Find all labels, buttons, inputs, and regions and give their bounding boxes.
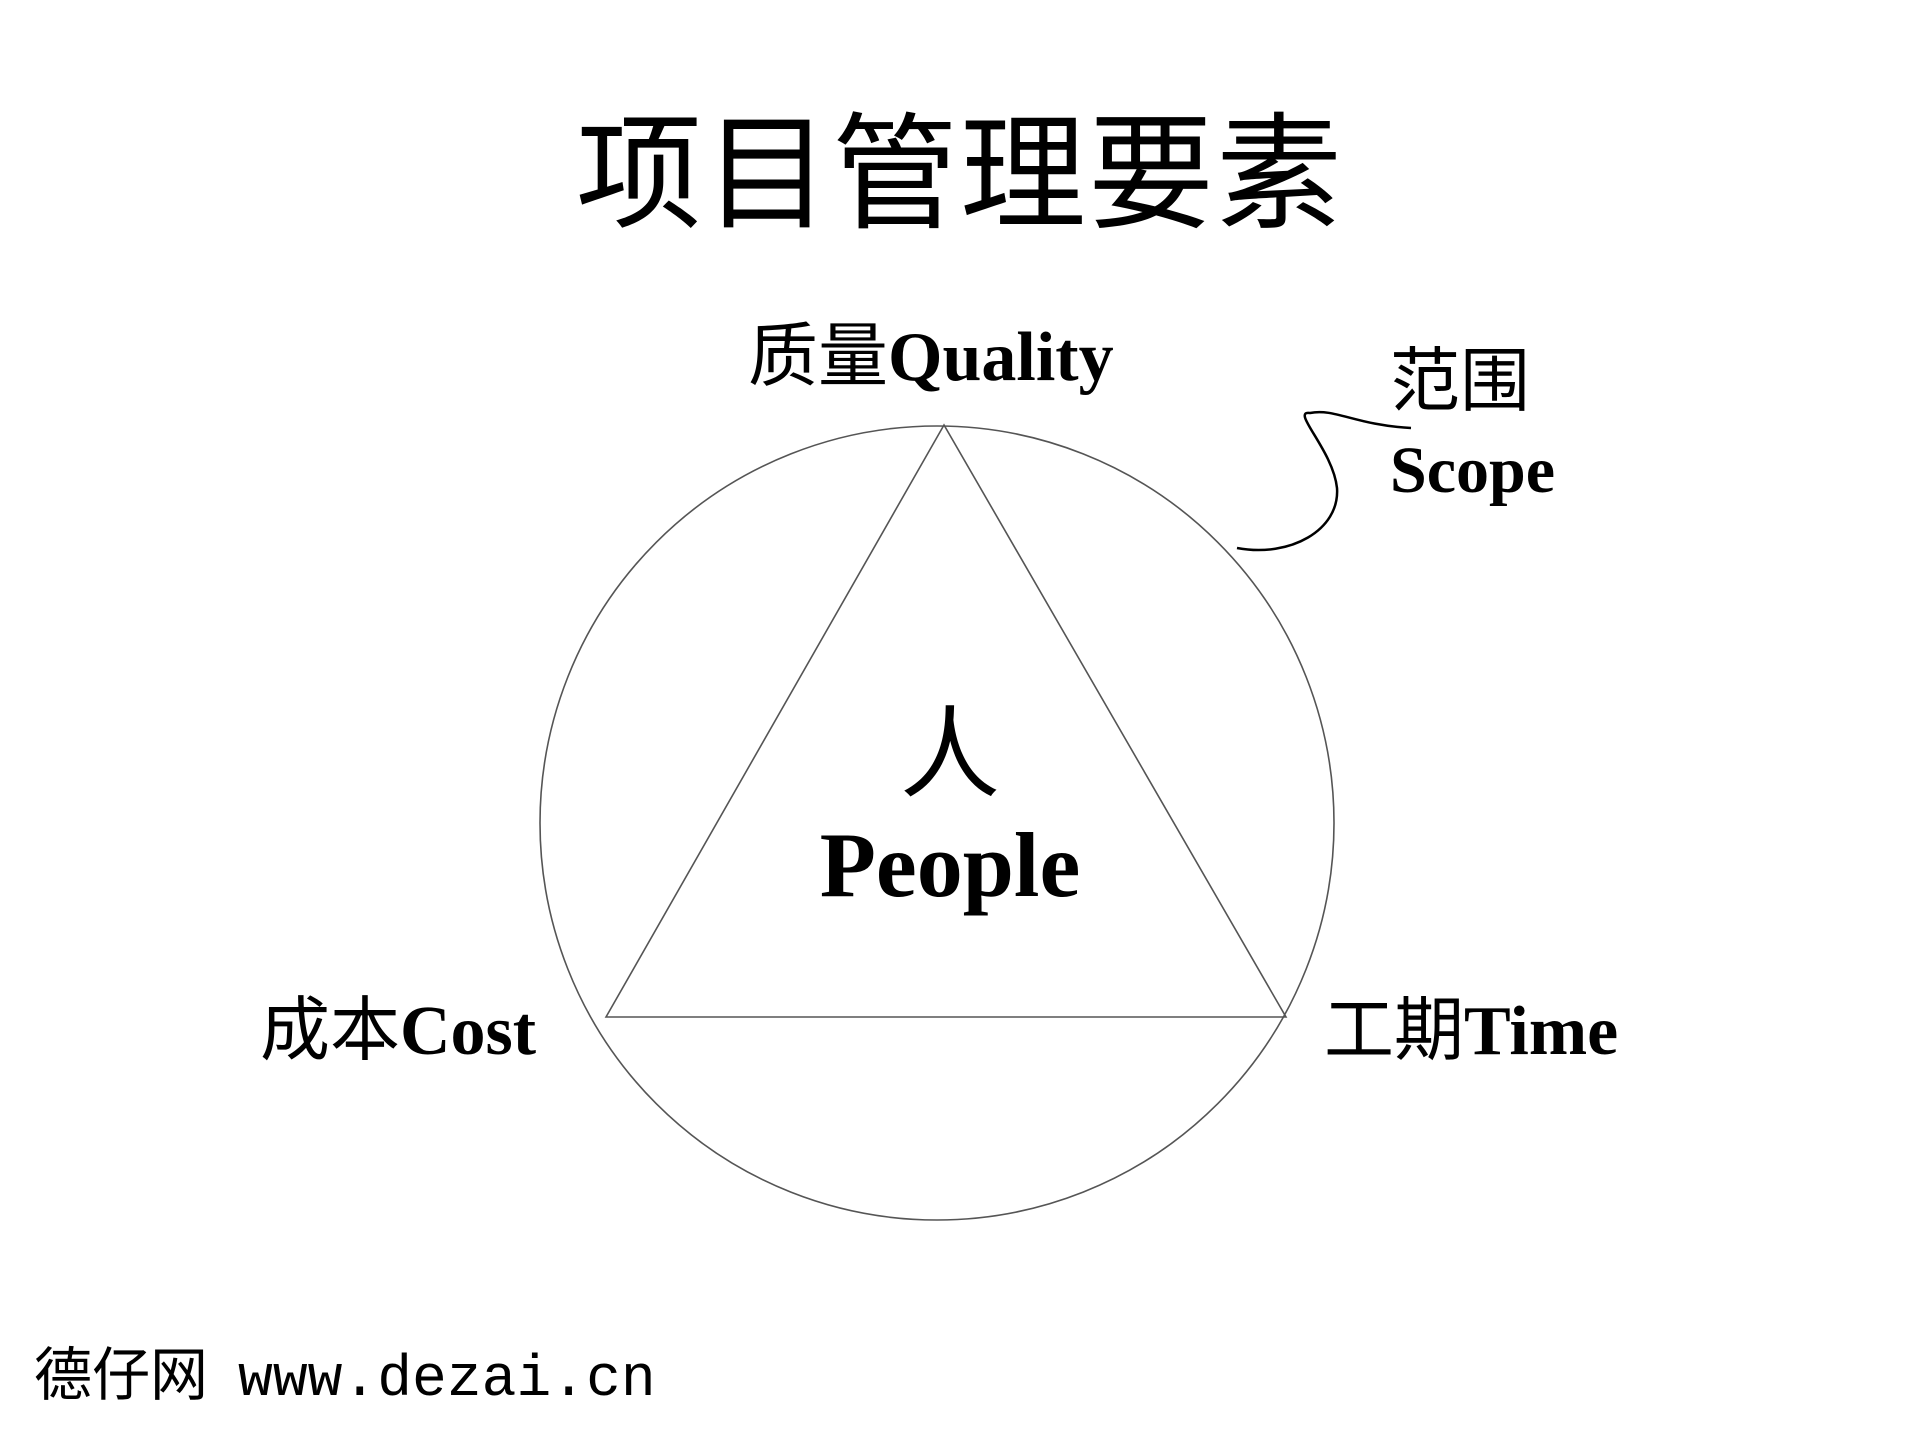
footer-watermark: 德仔网 www.dezai.cn bbox=[34, 1340, 656, 1416]
footer-url: www.dezai.cn bbox=[238, 1348, 656, 1413]
quality-label-en: Quality bbox=[888, 319, 1114, 396]
time-label: 工期Time bbox=[1324, 990, 1618, 1072]
footer-site-name: 德仔网 bbox=[34, 1341, 209, 1409]
people-label-en: People bbox=[819, 814, 1081, 916]
scope-circle bbox=[539, 425, 1335, 1221]
scope-connector bbox=[1236, 410, 1412, 552]
time-label-zh: 工期 bbox=[1324, 989, 1464, 1071]
scope-label-zh: 范围 bbox=[1390, 340, 1530, 422]
time-label-en: Time bbox=[1464, 993, 1619, 1070]
cost-label-zh: 成本 bbox=[260, 989, 400, 1071]
people-label-zh: 人 bbox=[900, 696, 1000, 813]
quality-label: 质量Quality bbox=[748, 316, 1114, 398]
quality-label-zh: 质量 bbox=[748, 315, 888, 397]
page-title: 项目管理要素 bbox=[576, 101, 1344, 248]
scope-label: 范围 Scope bbox=[1390, 336, 1555, 516]
triangle bbox=[604, 423, 1288, 1018]
cost-label: 成本Cost bbox=[260, 990, 536, 1072]
people-label: 人 People bbox=[760, 700, 1140, 920]
cost-label-en: Cost bbox=[400, 993, 537, 1070]
scope-label-en: Scope bbox=[1390, 434, 1555, 507]
